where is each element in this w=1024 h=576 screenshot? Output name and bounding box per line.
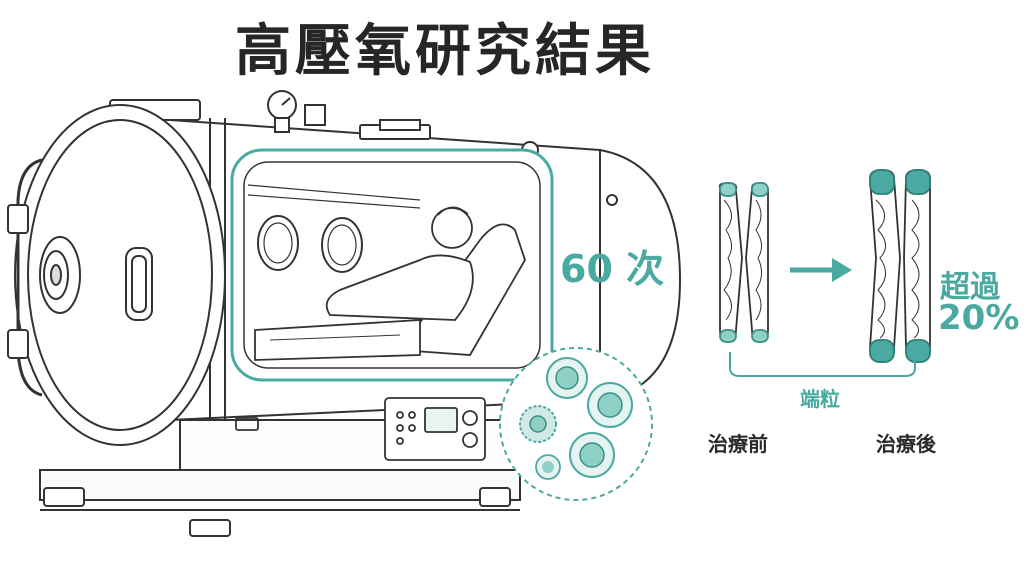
arrow-right-icon <box>790 258 852 282</box>
chromosome-before-icon <box>718 182 769 343</box>
patient-blanket <box>254 319 421 361</box>
chamber-door <box>7 104 226 446</box>
sessions-count: 60 次 <box>560 247 665 291</box>
cells-inset <box>499 347 653 501</box>
increase-label-line1: 超過 <box>940 270 1000 305</box>
telomere-label: 端粒 <box>800 387 840 411</box>
telomere-bracket <box>729 352 916 377</box>
before-label: 治療前 <box>708 432 768 456</box>
control-panel <box>235 397 486 461</box>
page-title: 高壓氧研究結果 <box>235 19 655 84</box>
patient-body <box>325 254 474 321</box>
increase-label-line2: 20% <box>938 298 1020 338</box>
chamber-window <box>230 148 554 382</box>
chromosome-after-icon <box>869 169 931 363</box>
after-label: 治療後 <box>876 432 936 456</box>
